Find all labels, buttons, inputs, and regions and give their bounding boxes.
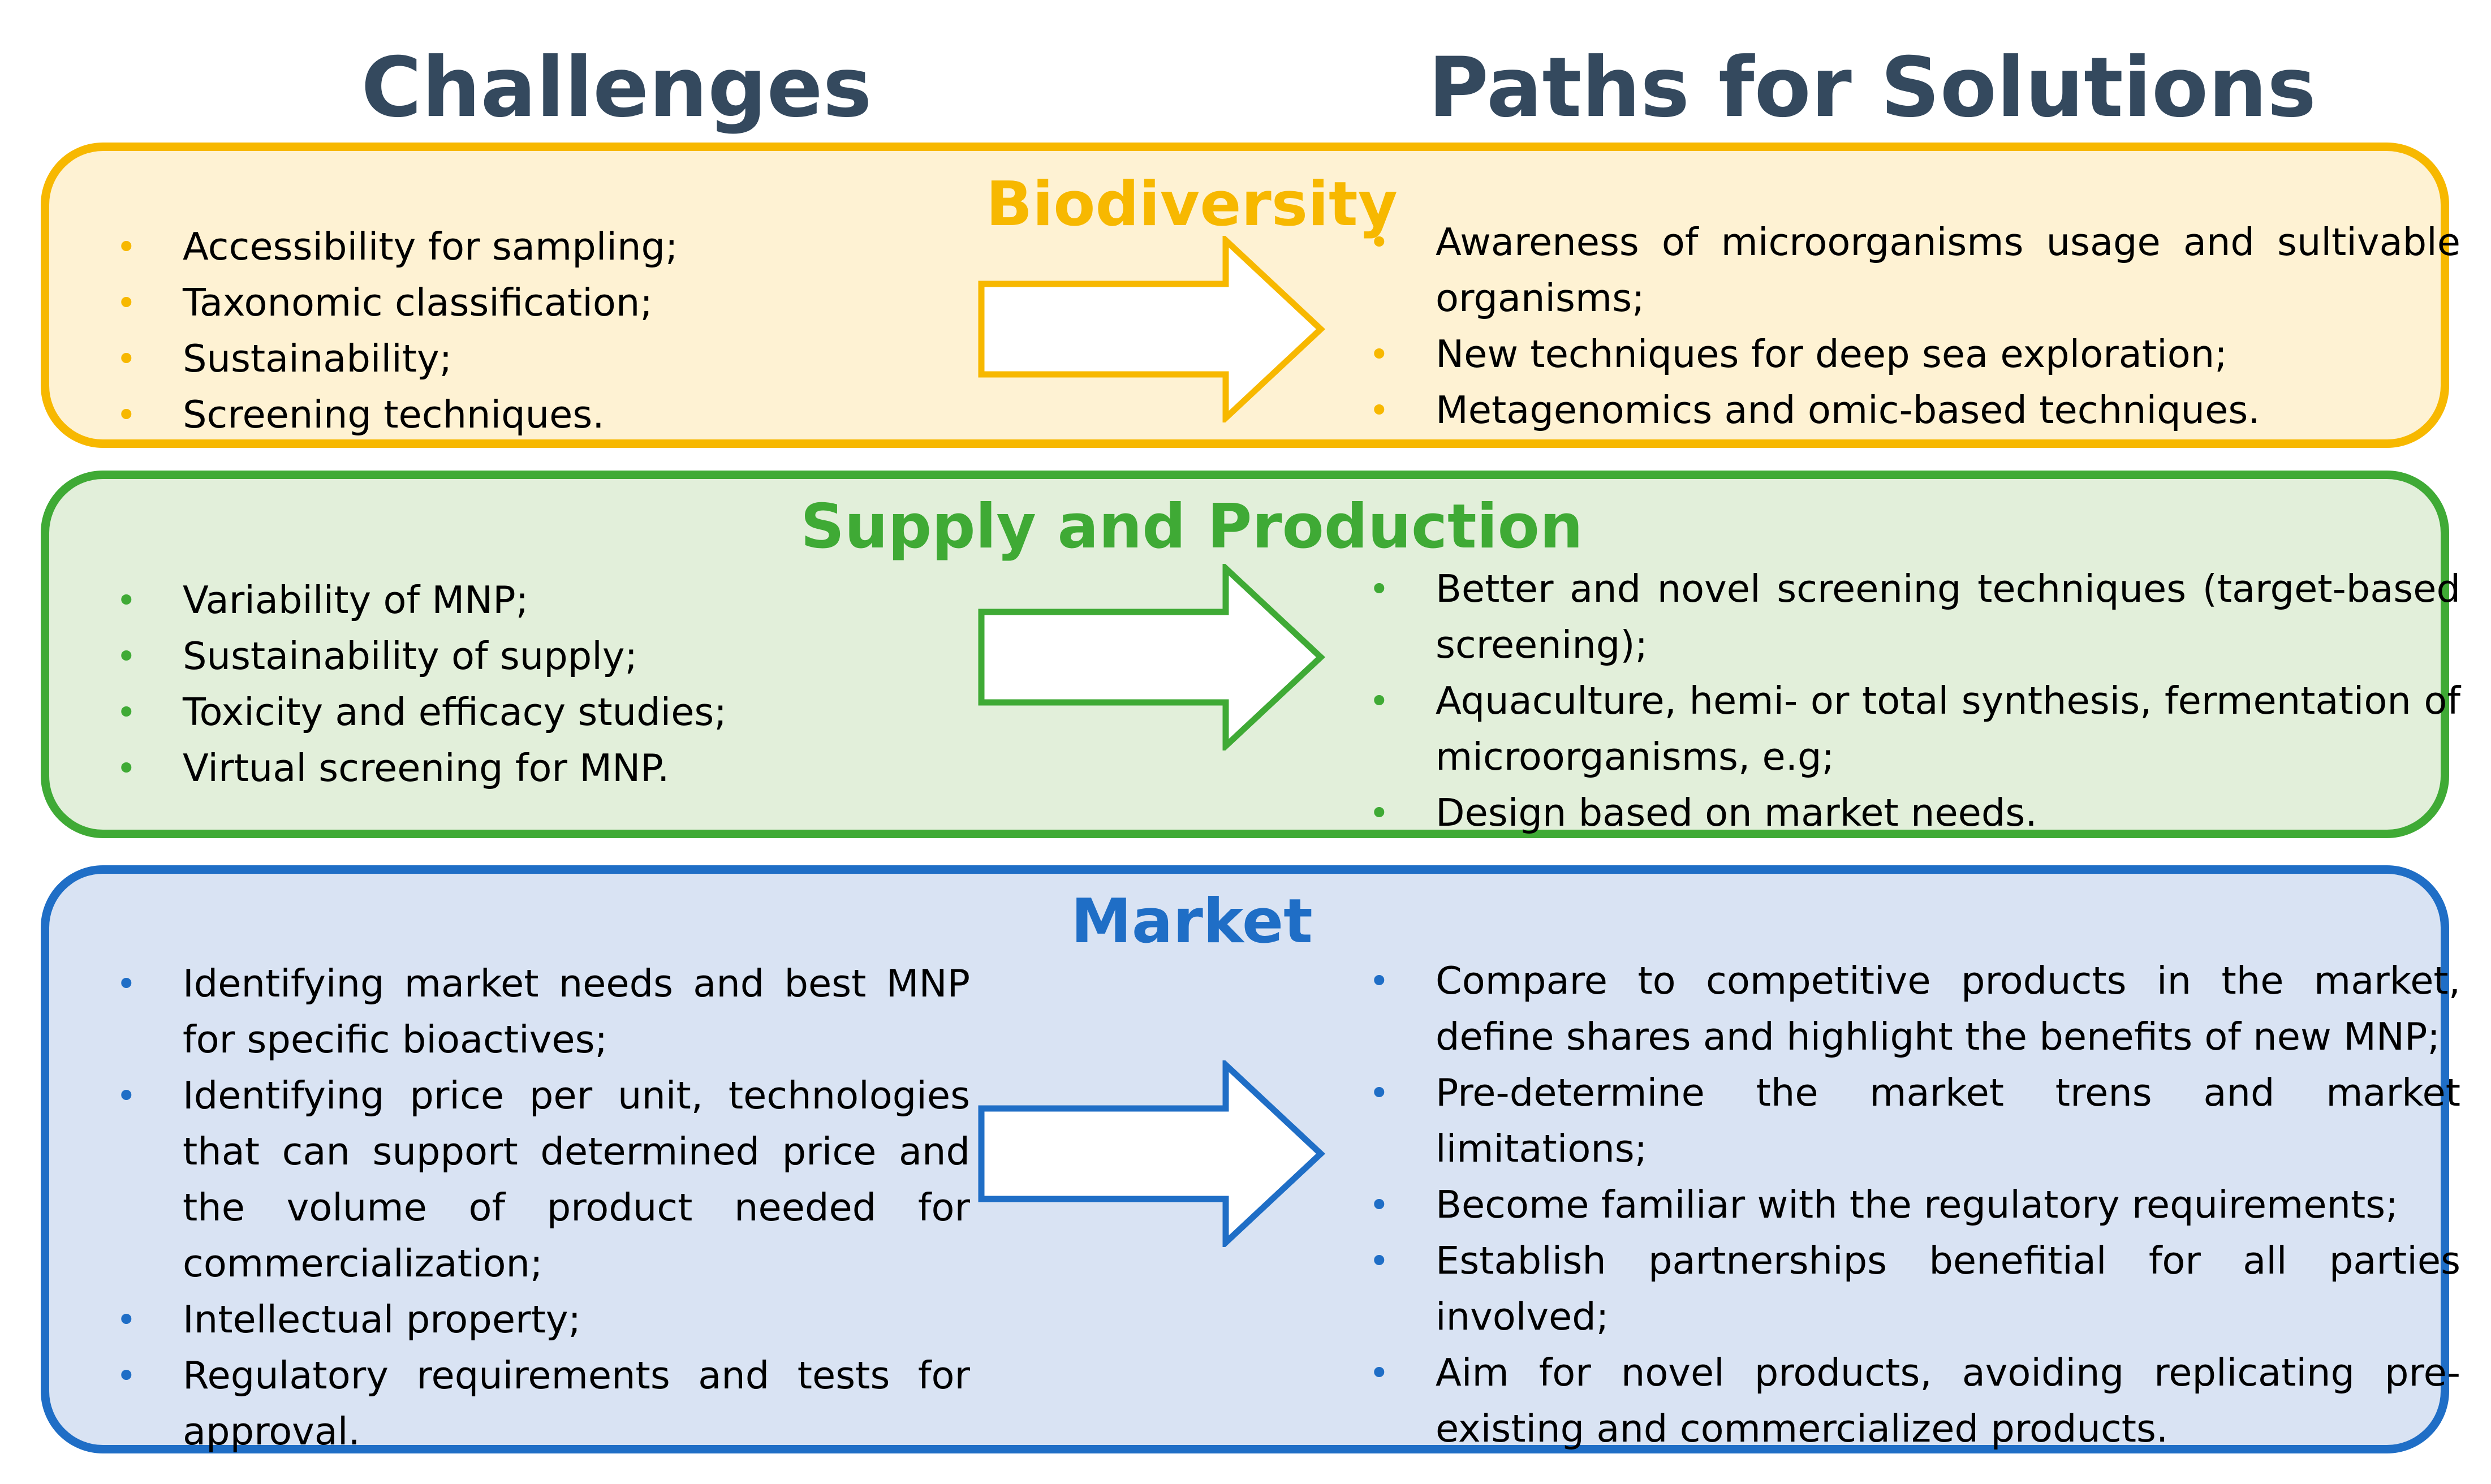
- list-item-text: Toxicity and efficacy studies;: [183, 690, 727, 734]
- market-title: Market: [1071, 886, 1313, 957]
- bullet-icon: •: [1369, 334, 1390, 375]
- market-solution-item: • Become familiar with the regulatory req…: [1369, 1177, 2460, 1233]
- supply-challenge-item: • Virtual screening for MNP.: [116, 740, 970, 796]
- market-solution-item: • Aim for novel products, avoiding replic…: [1369, 1345, 2460, 1457]
- market-solution-item: • Compare to competitive products in the …: [1369, 953, 2460, 1065]
- market-solutions-list: • Compare to competitive products in the …: [1369, 953, 2460, 1457]
- list-item-text: Pre-determine the market trens and marke…: [1436, 1071, 2460, 1171]
- market-challenge-item: • Identifying price per unit, technologie…: [116, 1068, 970, 1292]
- market-solution-item: • Establish partnerships benefitial for a…: [1369, 1233, 2460, 1345]
- bullet-icon: •: [116, 580, 137, 621]
- challenges-heading: Challenges: [361, 40, 872, 136]
- bullet-icon: •: [116, 1299, 137, 1340]
- list-item-text: Identifying market needs and best MNP fo…: [183, 961, 970, 1062]
- bullet-icon: •: [1369, 1184, 1390, 1226]
- list-item-text: Taxonomic classification;: [183, 281, 653, 325]
- list-item-text: Metagenomics and omic-based techniques.: [1436, 388, 2260, 432]
- supply-challenge-item: • Sustainability of supply;: [116, 628, 970, 684]
- list-item-text: Become familiar with the regulatory requ…: [1436, 1183, 2398, 1227]
- bullet-icon: •: [1369, 680, 1390, 722]
- list-item-text: Virtual screening for MNP.: [183, 746, 670, 790]
- bullet-icon: •: [116, 226, 137, 268]
- list-item-text: Sustainability;: [183, 337, 452, 381]
- list-item-text: Aquaculture, hemi- or total synthesis, f…: [1436, 679, 2460, 779]
- market-panel: Market • Identifying market needs and bes…: [41, 865, 2460, 1453]
- bullet-icon: •: [116, 338, 137, 379]
- list-item-text: Awareness of microorganisms usage and su…: [1436, 220, 2460, 320]
- list-item-text: Better and novel screening techniques (t…: [1436, 567, 2460, 667]
- list-item-text: Establish partnerships benefitial for al…: [1436, 1239, 2460, 1339]
- biodiversity-challenge-item: • Screening techniques.: [116, 387, 970, 443]
- list-item-text: Intellectual property;: [183, 1297, 581, 1341]
- list-item-text: Compare to competitive products in the m…: [1436, 959, 2460, 1059]
- list-item-text: Aim for novel products, avoiding replica…: [1436, 1351, 2460, 1451]
- biodiversity-challenge-item: • Accessibility for sampling;: [116, 219, 970, 275]
- list-item-text: New techniques for deep sea exploration;: [1436, 332, 2227, 376]
- bullet-icon: •: [116, 692, 137, 733]
- bullet-icon: •: [116, 748, 137, 789]
- supply-production-panel: Supply and Production • Variability of MN…: [41, 471, 2460, 838]
- bullet-icon: •: [1369, 960, 1390, 1002]
- bullet-icon: •: [1369, 568, 1390, 610]
- bullet-icon: •: [1369, 222, 1390, 263]
- bullet-icon: •: [1369, 1352, 1390, 1394]
- bullet-icon: •: [116, 636, 137, 677]
- bullet-icon: •: [116, 394, 137, 435]
- bullet-icon: •: [1369, 792, 1390, 834]
- biodiversity-challenge-item: • Taxonomic classification;: [116, 275, 970, 331]
- bullet-icon: •: [116, 282, 137, 323]
- list-item-text: Sustainability of supply;: [183, 634, 638, 678]
- supply-challenge-item: • Variability of MNP;: [116, 572, 970, 628]
- biodiversity-solution-item: • Awareness of microorganisms usage and s…: [1369, 214, 2460, 326]
- bullet-icon: •: [1369, 1072, 1390, 1114]
- list-item-text: Design based on market needs.: [1436, 791, 2037, 835]
- supply-solution-item: • Design based on market needs.: [1369, 785, 2460, 841]
- bullet-icon: •: [1369, 1240, 1390, 1282]
- market-arrow-icon: [978, 1060, 1326, 1247]
- list-item-text: Variability of MNP;: [183, 578, 529, 622]
- supply-challenges-list: • Variability of MNP; • Sustainability of s…: [116, 572, 970, 796]
- market-challenge-item: • Regulatory requirements and tests for a…: [116, 1348, 970, 1460]
- supply-solution-item: • Aquaculture, hemi- or total synthesis, …: [1369, 673, 2460, 785]
- list-item-text: Identifying price per unit, technologies…: [183, 1073, 970, 1285]
- market-solution-item: • Pre-determine the market trens and mark…: [1369, 1065, 2460, 1177]
- supply-arrow-icon: [978, 564, 1326, 750]
- supply-solution-item: • Better and novel screening techniques (…: [1369, 561, 2460, 673]
- biodiversity-panel: Biodiversity • Accessibility for sampling…: [41, 143, 2460, 448]
- supply-production-title: Supply and Production: [800, 491, 1583, 562]
- supply-solutions-list: • Better and novel screening techniques (…: [1369, 561, 2460, 841]
- list-item-text: Regulatory requirements and tests for ap…: [183, 1353, 970, 1453]
- market-challenge-item: • Identifying market needs and best MNP f…: [116, 956, 970, 1068]
- list-item-text: Screening techniques.: [183, 392, 605, 437]
- supply-challenge-item: • Toxicity and efficacy studies;: [116, 684, 970, 740]
- bullet-icon: •: [116, 963, 137, 1004]
- market-challenge-item: • Intellectual property;: [116, 1292, 970, 1348]
- bullet-icon: •: [116, 1075, 137, 1116]
- market-challenges-list: • Identifying market needs and best MNP f…: [116, 956, 970, 1460]
- biodiversity-arrow-icon: [978, 236, 1326, 422]
- biodiversity-solutions-list: • Awareness of microorganisms usage and s…: [1369, 214, 2460, 438]
- biodiversity-challenges-list: • Accessibility for sampling; • Taxonomic c…: [116, 219, 970, 443]
- bullet-icon: •: [1369, 390, 1390, 431]
- biodiversity-title: Biodiversity: [985, 169, 1398, 240]
- bullet-icon: •: [116, 1355, 137, 1396]
- biodiversity-solution-item: • New techniques for deep sea exploration…: [1369, 326, 2460, 382]
- list-item-text: Accessibility for sampling;: [183, 225, 678, 269]
- biodiversity-solution-item: • Metagenomics and omic-based techniques.: [1369, 382, 2460, 438]
- biodiversity-challenge-item: • Sustainability;: [116, 331, 970, 387]
- solutions-heading: Paths for Solutions: [1428, 40, 2317, 136]
